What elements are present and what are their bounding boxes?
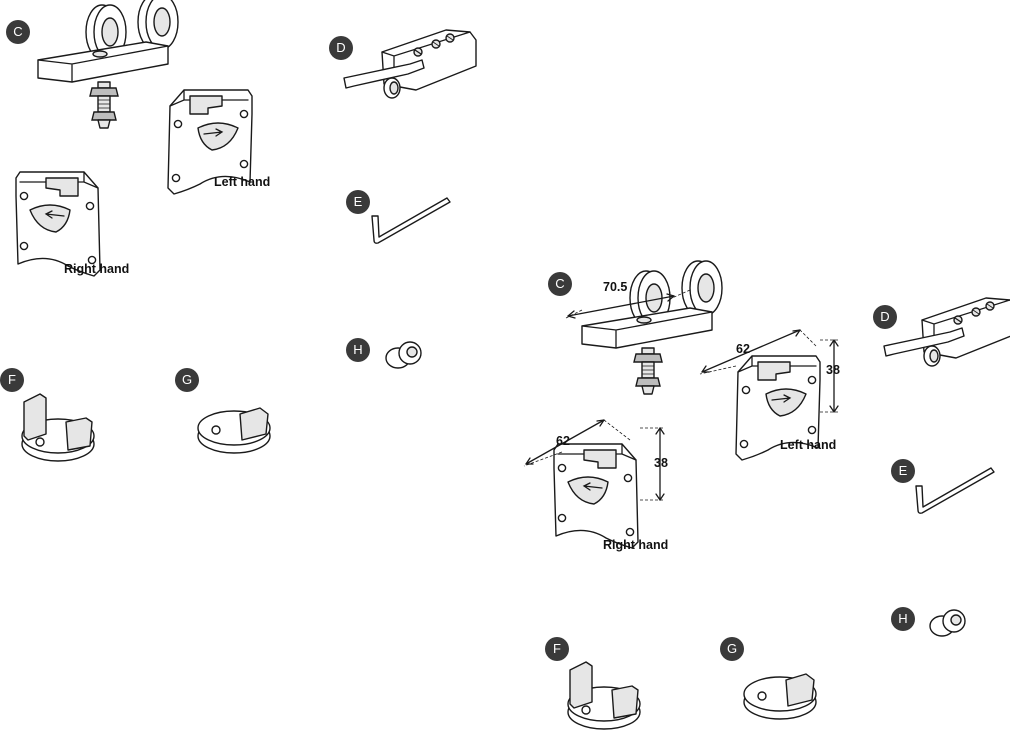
dim-right-bracket-width: 62 — [556, 434, 570, 448]
dim-left-bracket-width: 62 — [736, 342, 750, 356]
badge-c-left: C — [6, 20, 30, 44]
stopper-g-left — [197, 407, 271, 454]
stopper-g-right — [743, 673, 817, 720]
badge-f-left: F — [0, 368, 24, 392]
badge-e-left: E — [346, 190, 370, 214]
stopper-f-left — [21, 393, 95, 462]
clamp-d-left — [343, 29, 477, 99]
badge-h-right: H — [891, 607, 915, 631]
badge-e-right: E — [891, 459, 915, 483]
dim-right-bracket-height: 38 — [654, 456, 668, 470]
hex-key-e-left — [371, 197, 451, 244]
label-left-hand-right-group: Left hand — [780, 438, 837, 452]
badge-g-right: G — [720, 637, 744, 661]
label-right-hand-right-group: Right hand — [603, 538, 669, 552]
badge-g-left: G — [175, 368, 199, 392]
stopper-f-right — [567, 661, 641, 730]
bracket-right-hand — [15, 171, 101, 277]
label-right-hand: Right hand — [64, 262, 130, 276]
badge-c-right: C — [548, 272, 572, 296]
hex-key-e-right — [915, 467, 995, 514]
dim-carrier-width: 70.5 — [603, 280, 628, 294]
carrier-c-left — [37, 0, 179, 129]
badge-d-left: D — [329, 36, 353, 60]
label-left-hand: Left hand — [214, 175, 271, 189]
badge-f-right: F — [545, 637, 569, 661]
cap-h-left — [385, 341, 422, 369]
cap-h-right — [929, 609, 966, 637]
bracket-right-hand-right-group — [553, 443, 639, 549]
badge-h-left: H — [346, 338, 370, 362]
clamp-d-right — [883, 297, 1010, 367]
dim-left-bracket-height: 38 — [826, 363, 840, 377]
badge-d-right: D — [873, 305, 897, 329]
